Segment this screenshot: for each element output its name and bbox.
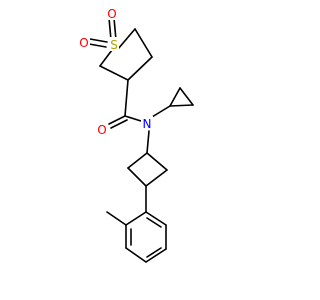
atom-o-top: O: [106, 6, 118, 21]
bond-n-cyclobutyl: [146, 130, 150, 154]
atom-o-top-label: O: [107, 7, 116, 21]
bond-cyclobutyl-3: [145, 169, 168, 187]
bond-s-c2: [117, 28, 136, 50]
atom-s-label: S: [110, 38, 118, 52]
bond-n-cyclopropyl: [151, 105, 171, 118]
bond-carbonyl-n: [124, 115, 142, 122]
bond-s-o-top-b: [113, 17, 117, 41]
bond-aryl-inner-2: [146, 247, 162, 258]
bond-cyclobutyl-4: [146, 152, 168, 171]
bond-aryl-methyl: [106, 211, 127, 226]
atom-o-carbonyl: O: [96, 122, 108, 137]
bond-c3-c4: [127, 56, 153, 81]
bond-carbonyl-o-b: [110, 119, 128, 129]
bond-aryl-1: [125, 211, 147, 226]
molecule-structure: S O O O N: [78, 6, 194, 263]
atom-s: S: [108, 37, 119, 52]
bond-aryl-3: [125, 247, 147, 263]
bond-s-o-left-b: [88, 43, 107, 48]
atom-o-left: O: [78, 35, 90, 50]
bond-aryl-4: [145, 248, 167, 263]
bond-c4-carbonyl: [124, 79, 129, 117]
bond-c2-c3: [134, 28, 153, 58]
bond-aryl-6: [145, 211, 167, 226]
bond-cyclobutyl-2: [127, 167, 147, 187]
bond-c5-s: [99, 49, 113, 67]
bond-s-o-top-a: [108, 17, 112, 41]
atom-o-left-label: O: [79, 36, 88, 50]
bond-aryl-inner-3: [146, 217, 162, 228]
bond-cyclopropyl-2: [179, 87, 194, 106]
bond-cyclopropyl-3: [169, 104, 194, 107]
bond-c4-c5: [99, 65, 129, 81]
atom-o-carbonyl-label: O: [97, 123, 106, 137]
bond-carbonyl-o-a: [108, 115, 126, 125]
bond-cyclopropyl-1: [169, 87, 181, 107]
atom-n: N: [141, 116, 153, 131]
atom-n-label: N: [143, 117, 152, 131]
bond-s-o-left-a: [89, 38, 108, 43]
bond-cyclobutyl-1: [127, 152, 148, 169]
